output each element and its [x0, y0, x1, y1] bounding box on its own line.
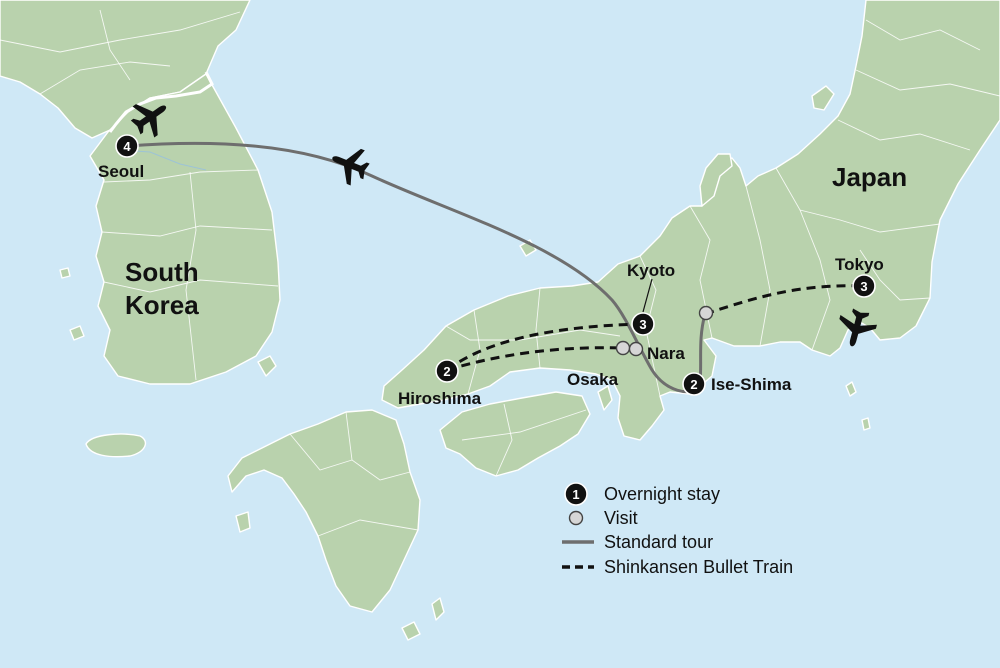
- train-route-hiroshima-osaka: [446, 346, 624, 372]
- prefecture-border: [859, 249, 931, 301]
- train-route-hiroshima-kyoto: [446, 322, 644, 372]
- flight-route-seoul-kyoto: [125, 141, 702, 394]
- prefecture-border: [865, 19, 981, 51]
- prefecture-border: [745, 185, 771, 347]
- overnight-badge-icon: [564, 482, 588, 506]
- korean-islet: [69, 325, 85, 341]
- prefecture-border: [445, 325, 621, 341]
- overnight-nights-count: 4: [123, 139, 131, 154]
- prefecture-border: [799, 209, 831, 351]
- province-border: [103, 169, 259, 183]
- map-legend: 1 Overnight stay Visit Standard tour Shi…: [562, 482, 793, 577]
- legend-badge-number: 1: [572, 487, 579, 502]
- japan-islands: [227, 0, 1000, 641]
- legend-label-overnight-stay: Overnight stay: [604, 484, 720, 504]
- kyoto-leader-line: [642, 278, 653, 313]
- izu-islet: [861, 417, 871, 431]
- legend-label-bullet-train: Shinkansen Bullet Train: [604, 557, 793, 577]
- prefecture-border: [495, 403, 513, 477]
- prefecture-border: [317, 519, 419, 537]
- prefecture-border: [535, 287, 541, 369]
- city-label-tokyo: Tokyo: [835, 255, 884, 274]
- overnight-nights-count: 2: [690, 377, 697, 392]
- goto-islands: [235, 511, 251, 533]
- overnight-badge-seoul: 4: [115, 134, 139, 158]
- jeju-island: [85, 433, 147, 458]
- country-label-south-korea-line2: Korea: [125, 290, 199, 320]
- city-label-nara: Nara: [647, 344, 685, 363]
- city-label-osaka: Osaka: [567, 370, 619, 389]
- legend-item-visit: Visit: [568, 508, 638, 528]
- overnight-badge-tokyo: 3: [852, 274, 876, 298]
- overnight-nights-count: 3: [639, 317, 646, 332]
- province-border: [99, 9, 131, 81]
- overnight-nights-count: 3: [860, 279, 867, 294]
- visit-dot-icon: [628, 341, 644, 357]
- legend-item-overnight-stay: 1 Overnight stay: [564, 482, 720, 506]
- city-label-kyoto: Kyoto: [627, 261, 675, 280]
- korean-islet: [59, 267, 71, 279]
- legend-item-standard-tour: Standard tour: [562, 532, 713, 552]
- awaji-island: [597, 385, 613, 411]
- province-border: [185, 171, 197, 381]
- country-label-japan: Japan: [832, 162, 907, 192]
- province-border: [103, 279, 279, 293]
- prefecture-border: [289, 433, 353, 471]
- shikoku-land: [439, 391, 591, 477]
- legend-item-bullet-train: Shinkansen Bullet Train: [562, 557, 793, 577]
- city-label-hiroshima: Hiroshima: [398, 389, 482, 408]
- korean-islet: [257, 355, 277, 377]
- city-label-seoul: Seoul: [98, 162, 144, 181]
- sado-island: [811, 85, 835, 111]
- prefecture-border: [345, 411, 411, 481]
- prefecture-border: [855, 69, 1000, 97]
- overnight-badge-hiroshima: 2: [435, 359, 459, 383]
- province-border: [0, 11, 241, 53]
- prefecture-border: [775, 167, 941, 233]
- train-route-nagoya-tokyo: [704, 284, 865, 316]
- korean-peninsula: [0, 0, 281, 458]
- noto-peninsula: [699, 153, 733, 207]
- visit-dot-icon: [698, 305, 714, 321]
- izu-islet: [845, 381, 857, 397]
- visit-dot-icon: [568, 510, 584, 526]
- province-border: [39, 61, 171, 95]
- visit-dot-icon: [615, 340, 631, 356]
- tanegashima-island: [431, 597, 445, 621]
- prefecture-border: [639, 255, 661, 397]
- city-label-ise-shima: Ise-Shima: [711, 375, 792, 394]
- country-label-south-korea-line1: South: [125, 257, 199, 287]
- overnight-nights-count: 2: [443, 364, 450, 379]
- dmz-line: [108, 71, 214, 133]
- legend-label-standard-tour: Standard tour: [604, 532, 713, 552]
- legend-label-visit: Visit: [604, 508, 638, 528]
- prefecture-border: [837, 119, 971, 151]
- kyushu-land: [227, 409, 421, 613]
- overnight-badge-ise-shima: 2: [682, 372, 706, 396]
- yakushima-island: [401, 621, 421, 641]
- province-border: [101, 225, 273, 237]
- bullet-train-routes: [446, 284, 865, 372]
- overnight-badge-kyoto: 3: [631, 312, 655, 336]
- prefecture-border: [461, 409, 587, 441]
